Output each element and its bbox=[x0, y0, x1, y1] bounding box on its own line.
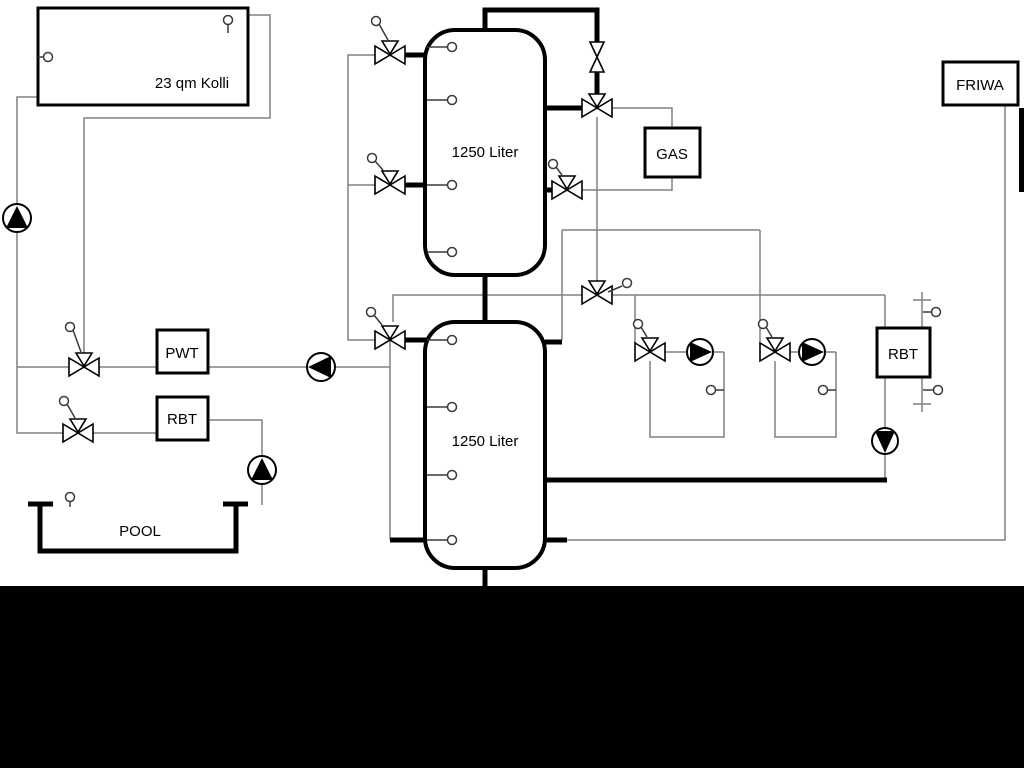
pwt-label: PWT bbox=[165, 345, 198, 362]
sensor-tank1-1-icon bbox=[446, 41, 458, 53]
actuator-valve-group1-icon bbox=[632, 318, 644, 330]
pool-label: POOL bbox=[119, 523, 161, 540]
rbt-left-label: RBT bbox=[167, 411, 197, 428]
actuator-valve-tank1-mid-icon bbox=[366, 152, 378, 164]
rbt-right-unit: RBT bbox=[875, 326, 932, 379]
letterbox-bottom bbox=[0, 586, 1024, 768]
buffer-tank-top: 1250 Liter bbox=[423, 28, 547, 277]
pwt-body bbox=[155, 328, 210, 375]
solar-collector: 23 qm Kolli bbox=[36, 6, 250, 107]
rbt-right-body bbox=[875, 326, 932, 379]
actuator-valve-distribution-icon bbox=[621, 277, 633, 289]
rbt-left-body bbox=[155, 395, 210, 442]
pump-pool-icon bbox=[247, 455, 277, 485]
valve-vertical-tank1-icon bbox=[588, 41, 606, 73]
pump-group1-icon bbox=[686, 338, 714, 366]
sensor-group1-loop-icon bbox=[705, 384, 717, 396]
pipes-thick bbox=[390, 7, 887, 590]
actuator-valve-collector-supply-icon bbox=[64, 321, 76, 333]
sensor-tank2-3-icon bbox=[446, 469, 458, 481]
three-way-valve-boiler-return-icon bbox=[551, 175, 583, 201]
actuator-valve-boiler-return-icon bbox=[547, 158, 559, 170]
pool-basin: POOL bbox=[28, 501, 248, 554]
tank-top-label: 1250 Liter bbox=[452, 144, 519, 161]
buffer-tank-bottom: 1250 Liter bbox=[423, 320, 547, 570]
sensor-tank1-4-icon bbox=[446, 246, 458, 258]
three-way-valve-collector-return-icon bbox=[62, 418, 94, 444]
collector-label: 23 qm Kolli bbox=[155, 75, 229, 92]
pump-rbt-right-icon bbox=[871, 427, 899, 455]
tank-top-body bbox=[423, 28, 547, 277]
gas-boiler: GAS bbox=[643, 126, 702, 179]
edge-strip-right bbox=[1019, 108, 1024, 192]
pump-group2-icon bbox=[798, 338, 826, 366]
actuator-valve-collector-return-icon bbox=[58, 395, 70, 407]
three-way-valve-tank2-top-icon bbox=[374, 325, 406, 351]
friwa-station: FRIWA bbox=[941, 60, 1020, 107]
three-way-valve-tank1-mid-icon bbox=[374, 170, 406, 196]
temperature-sensors bbox=[38, 14, 944, 546]
rbt-left-unit: RBT bbox=[155, 395, 210, 442]
sensor-tank1-3-icon bbox=[446, 179, 458, 191]
actuator-valve-group2-icon bbox=[757, 318, 769, 330]
collector-body bbox=[36, 6, 250, 107]
sensor-tank2-1-icon bbox=[446, 334, 458, 346]
three-way-valve-collector-supply-icon bbox=[68, 352, 100, 378]
three-way-valve-distribution-icon bbox=[581, 280, 613, 306]
three-way-valve-boiler-supply-icon bbox=[581, 93, 613, 119]
sensor-tank2-4-icon bbox=[446, 534, 458, 546]
actuator-valve-tank2-top-icon bbox=[365, 306, 377, 318]
actuator-valve-tank1-top-icon bbox=[370, 15, 382, 27]
pump-pwt-icon bbox=[306, 352, 336, 382]
three-way-valve-group1-icon bbox=[634, 337, 666, 363]
gas-label: GAS bbox=[656, 146, 688, 163]
sensor-group2-loop-icon bbox=[817, 384, 829, 396]
tank-bottom-body bbox=[423, 320, 547, 570]
pump-collector-icon bbox=[2, 203, 32, 233]
tank-bottom-label: 1250 Liter bbox=[452, 433, 519, 450]
sensor-tank1-2-icon bbox=[446, 94, 458, 106]
pipes-thin bbox=[16, 14, 1006, 541]
sensor-collector-top-icon bbox=[222, 14, 234, 26]
rbt-right-label: RBT bbox=[888, 346, 918, 363]
three-way-valve-tank1-top-icon bbox=[374, 40, 406, 66]
sensor-tank2-2-icon bbox=[446, 401, 458, 413]
three-way-valve-group2-icon bbox=[759, 337, 791, 363]
sensor-pool-icon bbox=[64, 491, 76, 503]
pwt-heat-exchanger: PWT bbox=[155, 328, 210, 375]
gas-body bbox=[643, 126, 702, 179]
sensor-collector-left-icon bbox=[42, 51, 54, 63]
friwa-label: FRIWA bbox=[956, 77, 1004, 94]
sensor-rbt-right-top-icon bbox=[930, 306, 942, 318]
sensor-rbt-right-bottom-icon bbox=[932, 384, 944, 396]
friwa-body bbox=[941, 60, 1020, 107]
